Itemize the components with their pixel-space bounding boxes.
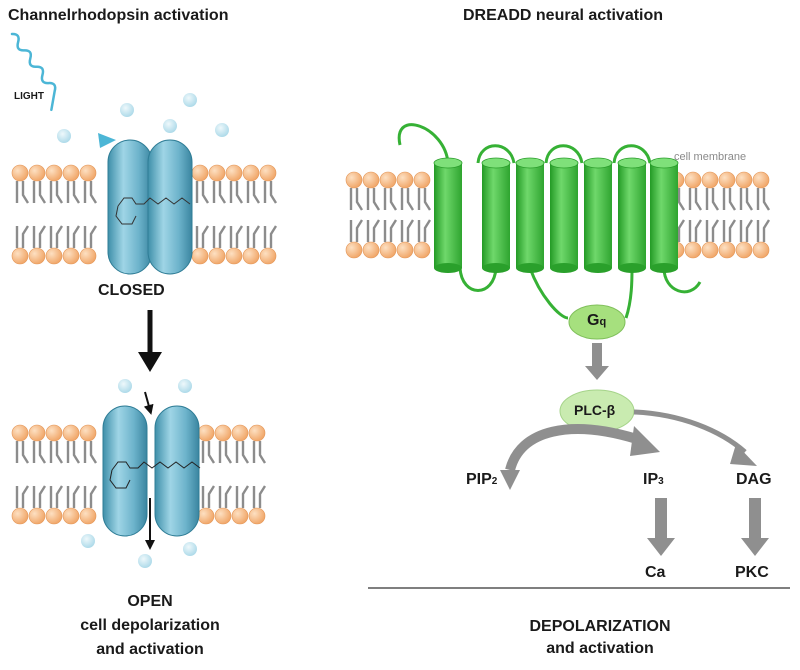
- dreadd-receptor-icon: [397, 123, 702, 320]
- plc-beta-label: PLC-β: [574, 402, 616, 418]
- pip2-arrow-tail-icon: [500, 470, 520, 490]
- ion-entry-arrow-icon: [143, 391, 154, 415]
- cell-membrane-label: cell membrane: [674, 151, 747, 163]
- ions-icon: [57, 93, 229, 568]
- ip3-arrowhead-icon: [630, 426, 660, 456]
- gq-to-plc-arrow-icon: [585, 343, 609, 380]
- activation-label: and activation: [546, 640, 654, 657]
- channelrhodopsin-closed-icon: [107, 139, 193, 275]
- open-caption-line2: and activation: [96, 641, 204, 658]
- open-caption-line1: cell depolarization: [80, 617, 220, 634]
- membrane-open: [11, 424, 267, 525]
- dag-label: DAG: [736, 471, 772, 488]
- light-label: LIGHT: [14, 91, 44, 102]
- ip3-to-ca-arrow-icon: [647, 498, 675, 556]
- right-panel-title: DREADD neural activation: [463, 7, 664, 24]
- pkc-label: PKC: [735, 564, 769, 581]
- closed-label: CLOSED: [98, 282, 165, 299]
- dag-to-pkc-arrow-icon: [741, 498, 769, 556]
- membrane-dreadd: [345, 171, 771, 259]
- open-label: OPEN: [127, 593, 173, 610]
- ca-label: Ca: [645, 564, 666, 581]
- light-wave-icon: [10, 32, 57, 112]
- dag-arrowhead-icon: [730, 444, 757, 466]
- ip3-label: IP3: [643, 471, 664, 488]
- left-panel-title: Channelrhodopsin activation: [8, 7, 229, 24]
- pip2-to-ip3-arrow-icon: [505, 424, 642, 472]
- pip2-label: PIP2: [466, 471, 498, 488]
- transition-arrowhead-icon: [138, 352, 162, 372]
- gq-protein-icon: [568, 304, 626, 340]
- gq-label: Gq: [587, 312, 607, 329]
- light-arrowhead-icon: [98, 133, 116, 148]
- membrane-closed: [11, 164, 278, 265]
- depolarization-label: DEPOLARIZATION: [529, 618, 671, 635]
- channelrhodopsin-open-icon: [102, 405, 201, 537]
